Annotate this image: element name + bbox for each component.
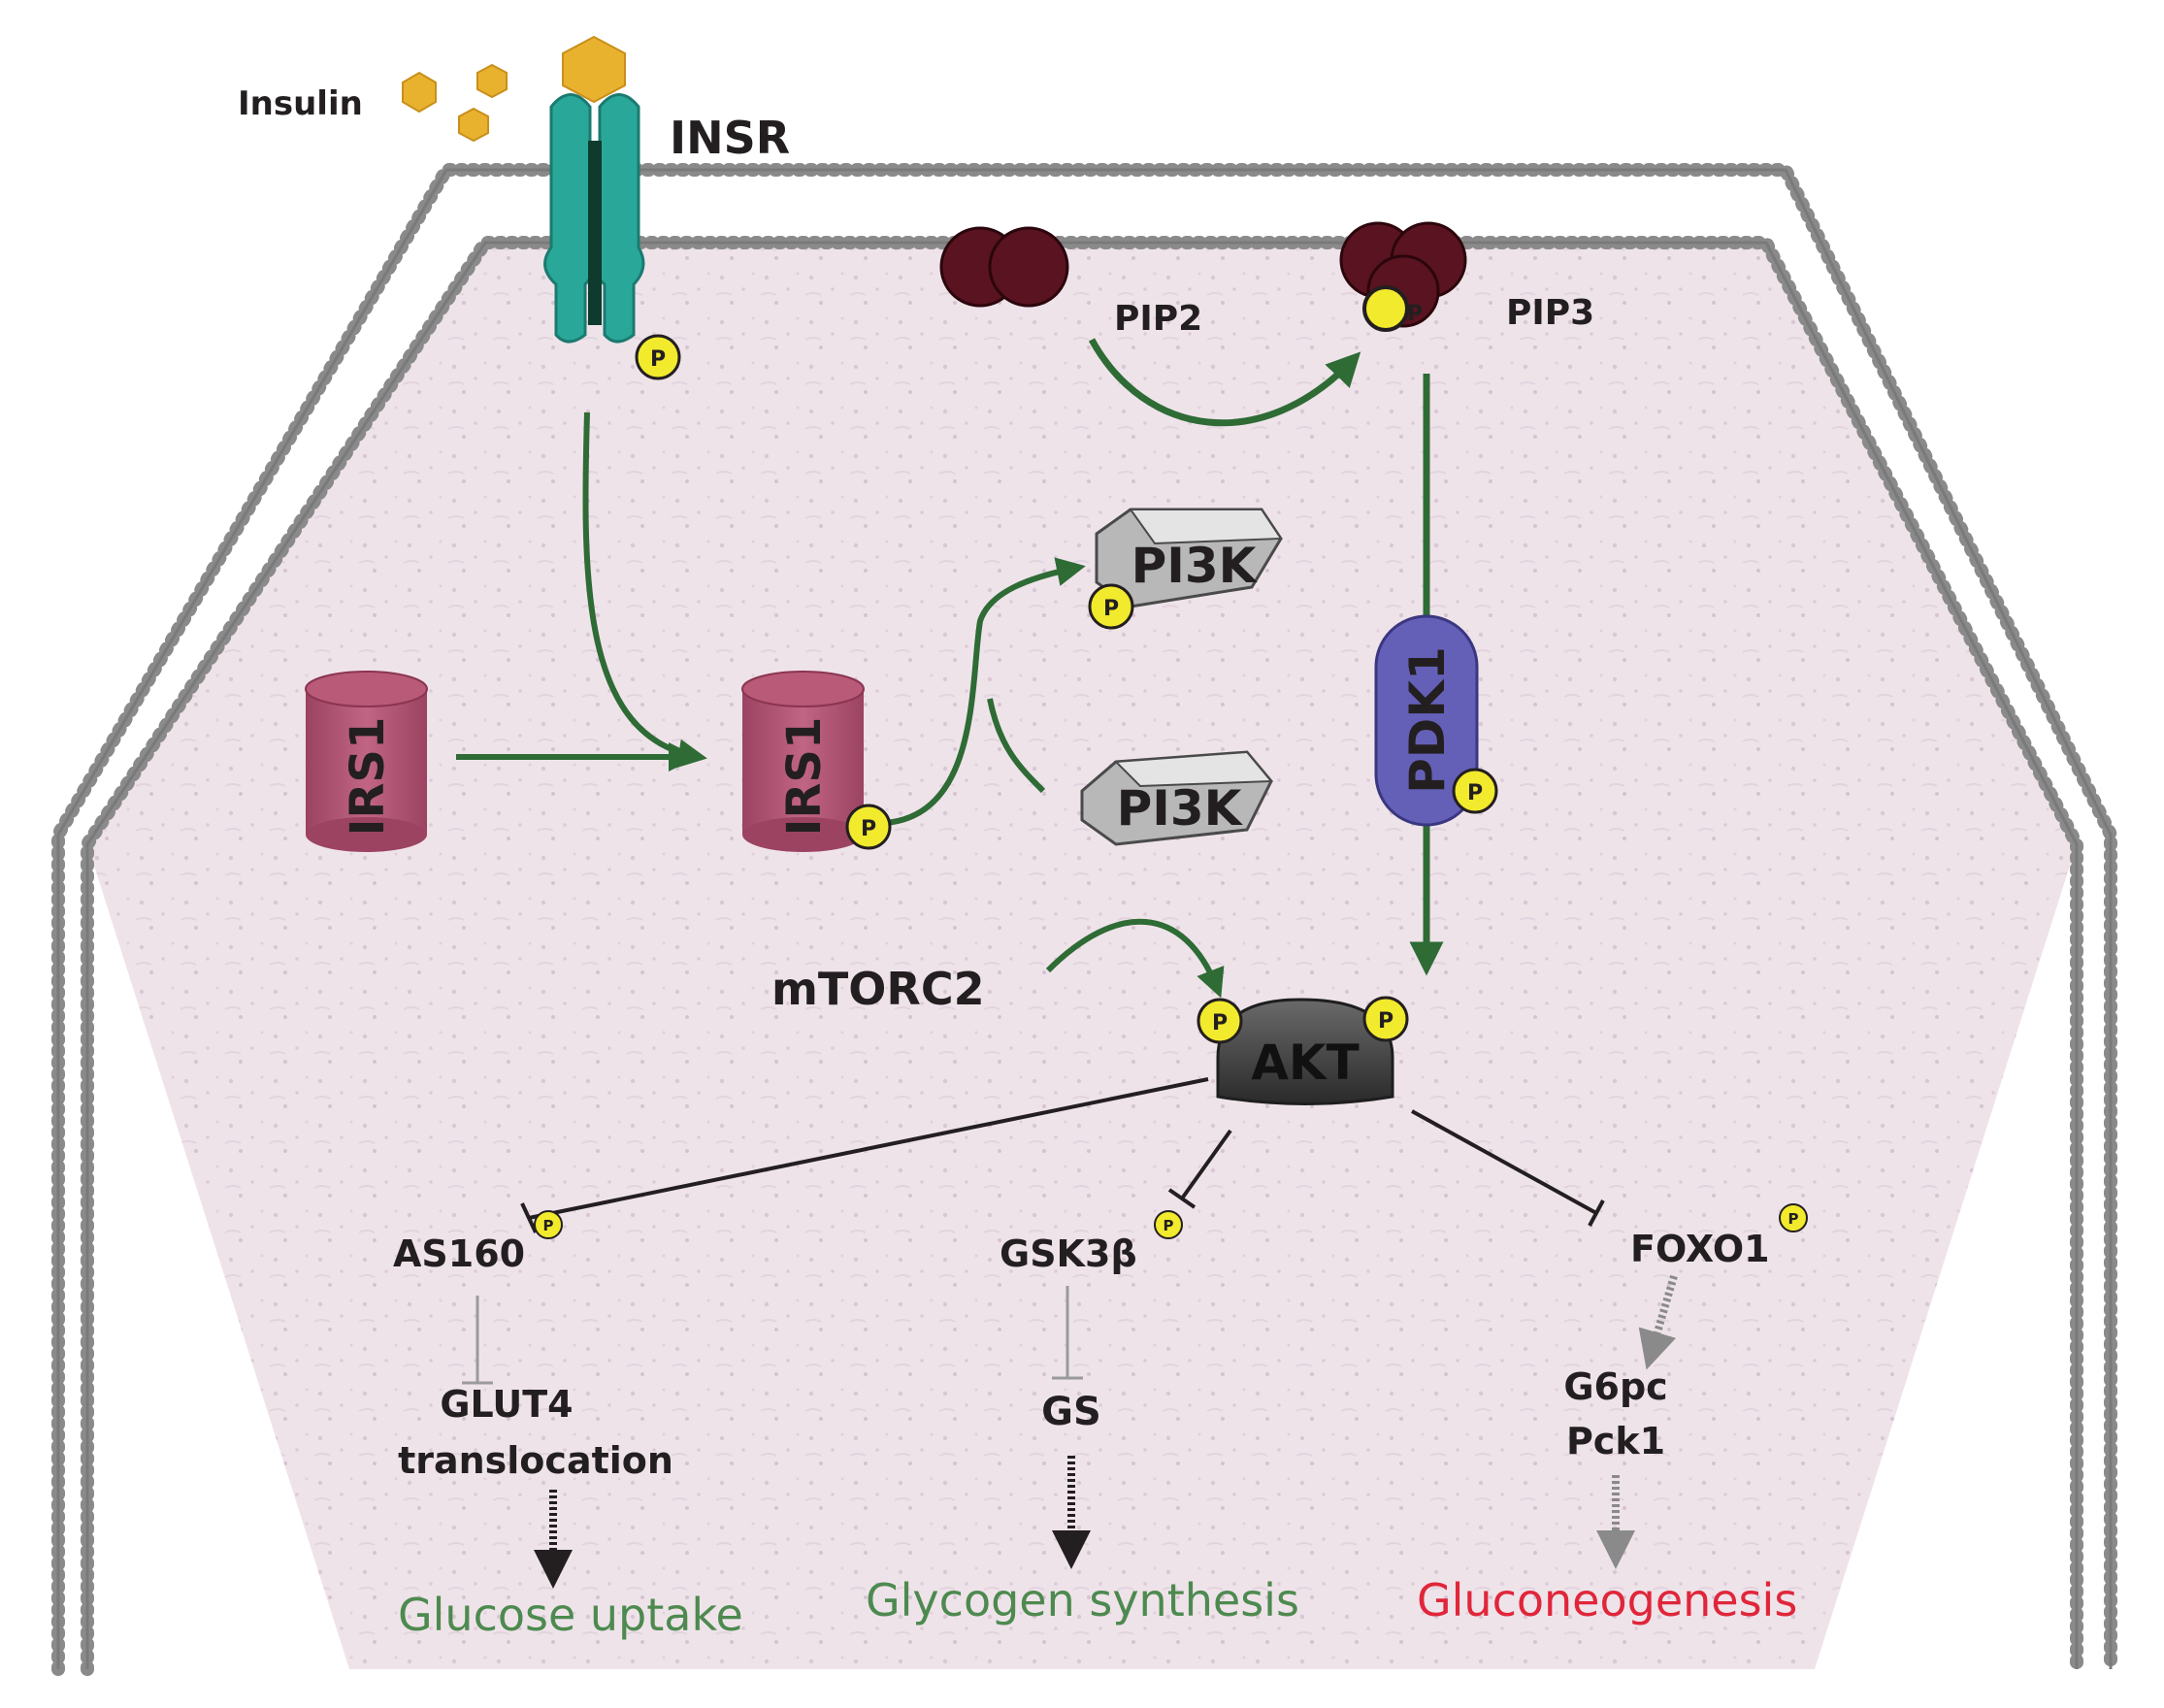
svg-text:IRS1: IRS1 bbox=[777, 717, 832, 837]
svg-text:P: P bbox=[543, 1217, 554, 1234]
inhibit-as160-glut4 bbox=[462, 1296, 493, 1385]
inhibit-gsk3b-gs bbox=[1052, 1286, 1083, 1380]
insulin-hexagon bbox=[476, 63, 508, 99]
pi3k-phosphorylated: PI3K P bbox=[1088, 508, 1283, 630]
svg-text:PI3K: PI3K bbox=[1117, 780, 1244, 837]
phospho-badge: P bbox=[1154, 1210, 1183, 1239]
arrow-insr-to-irs1 bbox=[582, 411, 707, 769]
svg-text:AKT: AKT bbox=[1251, 1035, 1360, 1091]
outcome-glycogen-synthesis: Glycogen synthesis bbox=[866, 1574, 1299, 1626]
svg-text:PDK1: PDK1 bbox=[1399, 646, 1456, 794]
g6pc-label: G6pc bbox=[1563, 1365, 1667, 1408]
inhibit-akt-as160 bbox=[520, 1077, 1209, 1233]
arrow-mtorc2-to-akt bbox=[1045, 918, 1225, 999]
as160-label: AS160 bbox=[393, 1232, 525, 1275]
svg-text:IRS1: IRS1 bbox=[341, 717, 395, 837]
phospho-badge: P bbox=[534, 1210, 563, 1239]
pip3-label: PIP3 bbox=[1506, 293, 1594, 333]
outcome-gluconeogenesis: Gluconeogenesis bbox=[1417, 1574, 1797, 1626]
inhibit-akt-gsk3b bbox=[1167, 1129, 1232, 1209]
gs-label: GS bbox=[1041, 1390, 1101, 1434]
svg-text:P: P bbox=[1164, 1217, 1174, 1234]
glut4-label: GLUT4 bbox=[440, 1383, 573, 1426]
svg-text:P: P bbox=[1103, 597, 1119, 621]
akt-protein: AKT P P bbox=[1197, 996, 1409, 1105]
plasma-membrane-inner-line bbox=[85, 241, 2079, 1669]
insr-receptor bbox=[543, 93, 645, 344]
plasma-membrane-outer-line bbox=[56, 168, 2113, 1669]
arrow-pip2-to-pip3 bbox=[1088, 338, 1361, 427]
phospho-badge: P bbox=[635, 334, 681, 380]
svg-text:P: P bbox=[650, 347, 666, 372]
pip2-molecule bbox=[939, 226, 1069, 308]
insulin-hexagon bbox=[402, 71, 437, 114]
outcome-glucose-uptake: Glucose uptake bbox=[398, 1589, 743, 1641]
translocation-label: translocation bbox=[398, 1439, 673, 1482]
insulin-hexagon bbox=[458, 107, 489, 143]
svg-text:P: P bbox=[1788, 1210, 1799, 1228]
irs1-phosphorylated-cylinder: IRS1 P bbox=[741, 671, 892, 852]
cytoplasm bbox=[87, 243, 2077, 1669]
insulin-label: Insulin bbox=[238, 84, 363, 123]
svg-text:P: P bbox=[1407, 302, 1423, 326]
phospho-badge: P bbox=[1779, 1203, 1808, 1232]
svg-text:PI3K: PI3K bbox=[1131, 538, 1259, 594]
gsk3b-label: GSK3β bbox=[1000, 1232, 1137, 1275]
pi3k-inactive: PI3K bbox=[1080, 750, 1274, 846]
pck1-label: Pck1 bbox=[1566, 1420, 1665, 1462]
insr-label: INSR bbox=[670, 112, 790, 164]
arrow-pi3k-branch bbox=[987, 698, 1046, 794]
svg-text:P: P bbox=[1467, 781, 1483, 805]
insulin-molecules bbox=[402, 35, 626, 143]
inhibit-akt-foxo1 bbox=[1411, 1109, 1605, 1227]
arrow-irs1p-to-pi3k bbox=[884, 557, 1086, 826]
svg-text:P: P bbox=[1378, 1009, 1393, 1034]
svg-text:P: P bbox=[1212, 1011, 1228, 1035]
pdk1-protein: PDK1 P bbox=[1374, 614, 1498, 827]
arrow-foxo1-to-g6pc bbox=[1638, 1274, 1678, 1370]
pip2-label: PIP2 bbox=[1114, 299, 1202, 339]
foxo1-label: FOXO1 bbox=[1630, 1228, 1770, 1270]
svg-text:P: P bbox=[861, 817, 876, 841]
pip3-molecule: P bbox=[1339, 221, 1467, 332]
mtorc2-label: mTORC2 bbox=[771, 963, 985, 1015]
insulin-hexagon-bound bbox=[562, 35, 626, 104]
irs1-cylinder: IRS1 bbox=[305, 671, 428, 852]
